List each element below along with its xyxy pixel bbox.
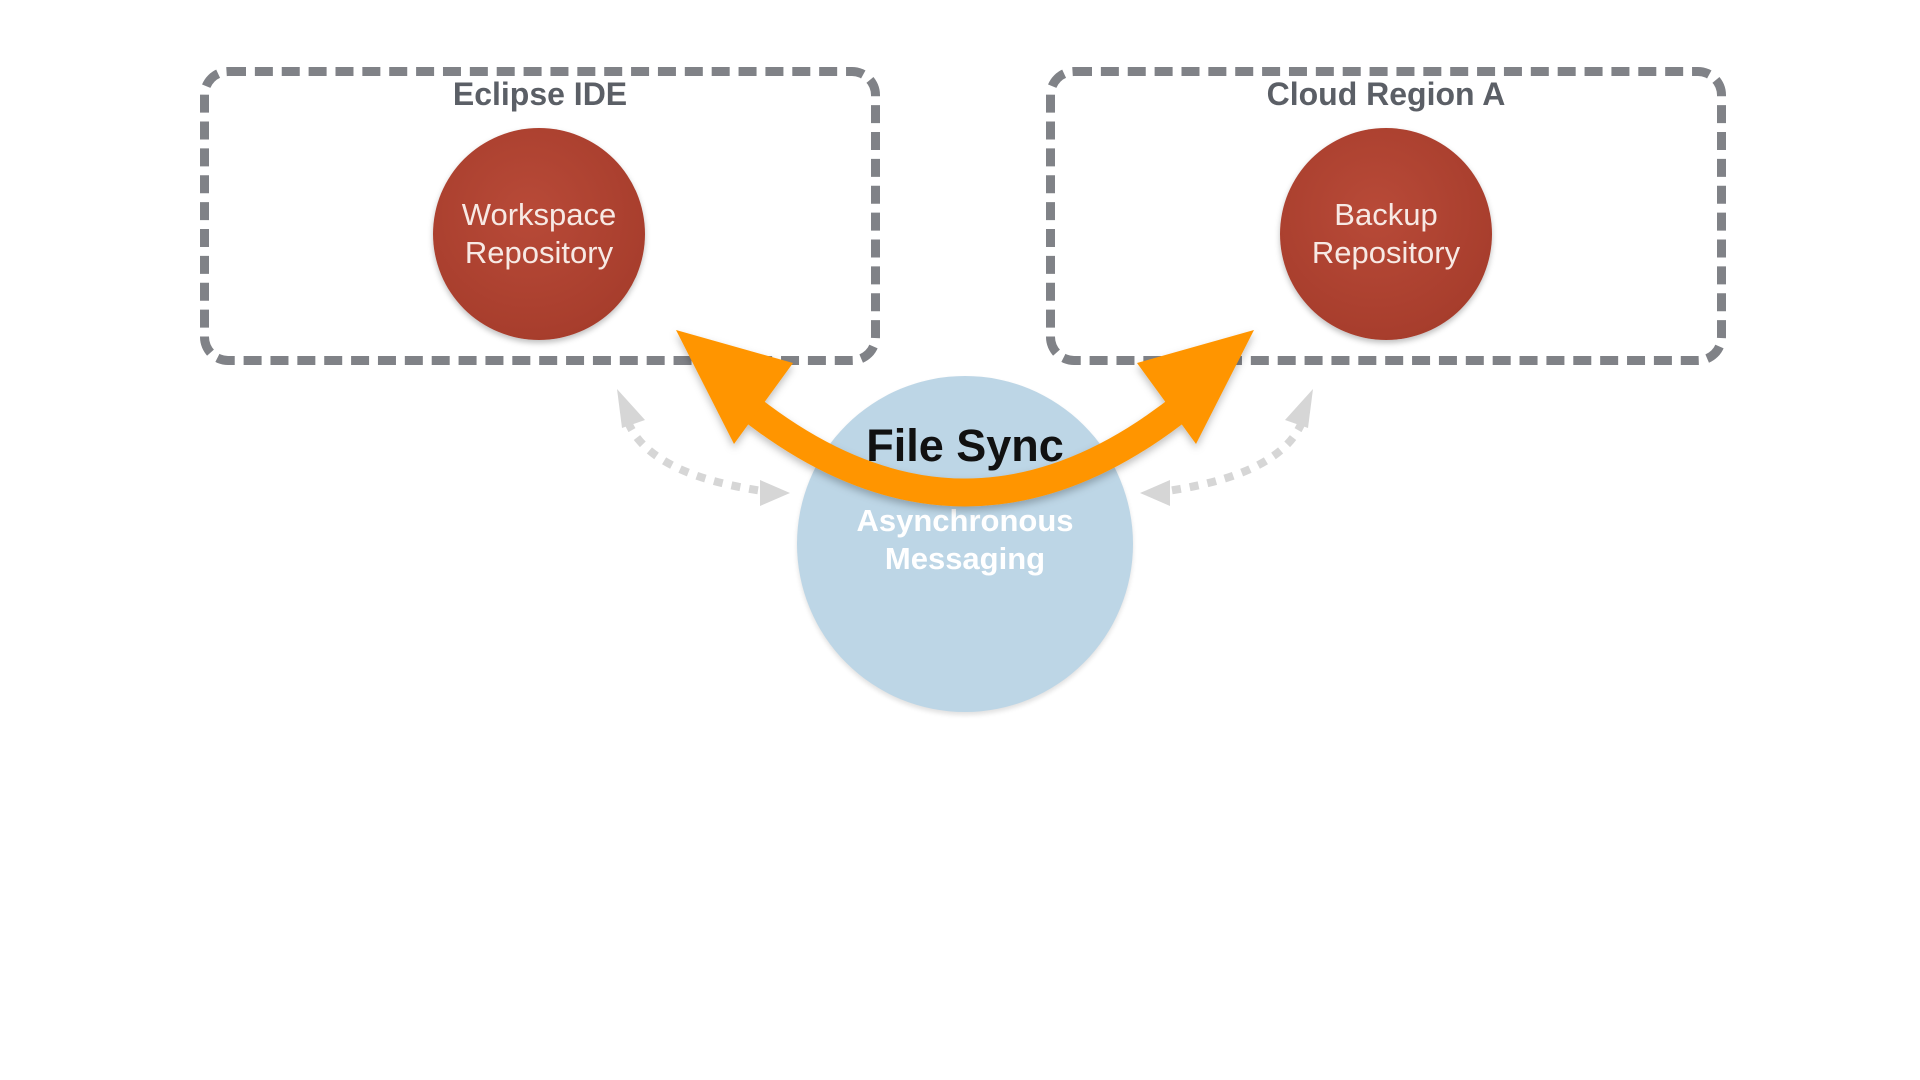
eclipse-ide-group-title: Eclipse IDE (452, 76, 628, 112)
file-sync-arrowhead-right (1137, 330, 1254, 444)
right-dotted-arrowhead-up (1285, 389, 1313, 428)
cloud-region-group (1046, 67, 1726, 365)
file-sync-arrow (676, 330, 1254, 507)
eclipse-ide-group (200, 67, 880, 365)
workspace-repository-label: Workspace Repository (461, 197, 617, 270)
right-dotted-arrowhead-left (1140, 480, 1170, 506)
asynchronous-messaging-label: Asynchronous Messaging (856, 503, 1074, 576)
file-sync-label: File Sync (866, 420, 1064, 471)
right-dotted-arrow (1140, 389, 1313, 506)
left-dotted-arrow (617, 389, 790, 506)
left-dotted-arrowhead-up (617, 389, 645, 428)
file-sync-arrowhead-left (676, 330, 793, 444)
asynchronous-messaging-node (797, 376, 1133, 712)
backup-repository-node: Backup Repository (1280, 128, 1492, 340)
backup-repository-label: Backup Repository (1311, 197, 1461, 270)
left-dotted-arrowhead-right (760, 480, 790, 506)
cloud-region-group-title: Cloud Region A (1266, 76, 1506, 112)
workspace-repository-node: Workspace Repository (433, 128, 645, 340)
